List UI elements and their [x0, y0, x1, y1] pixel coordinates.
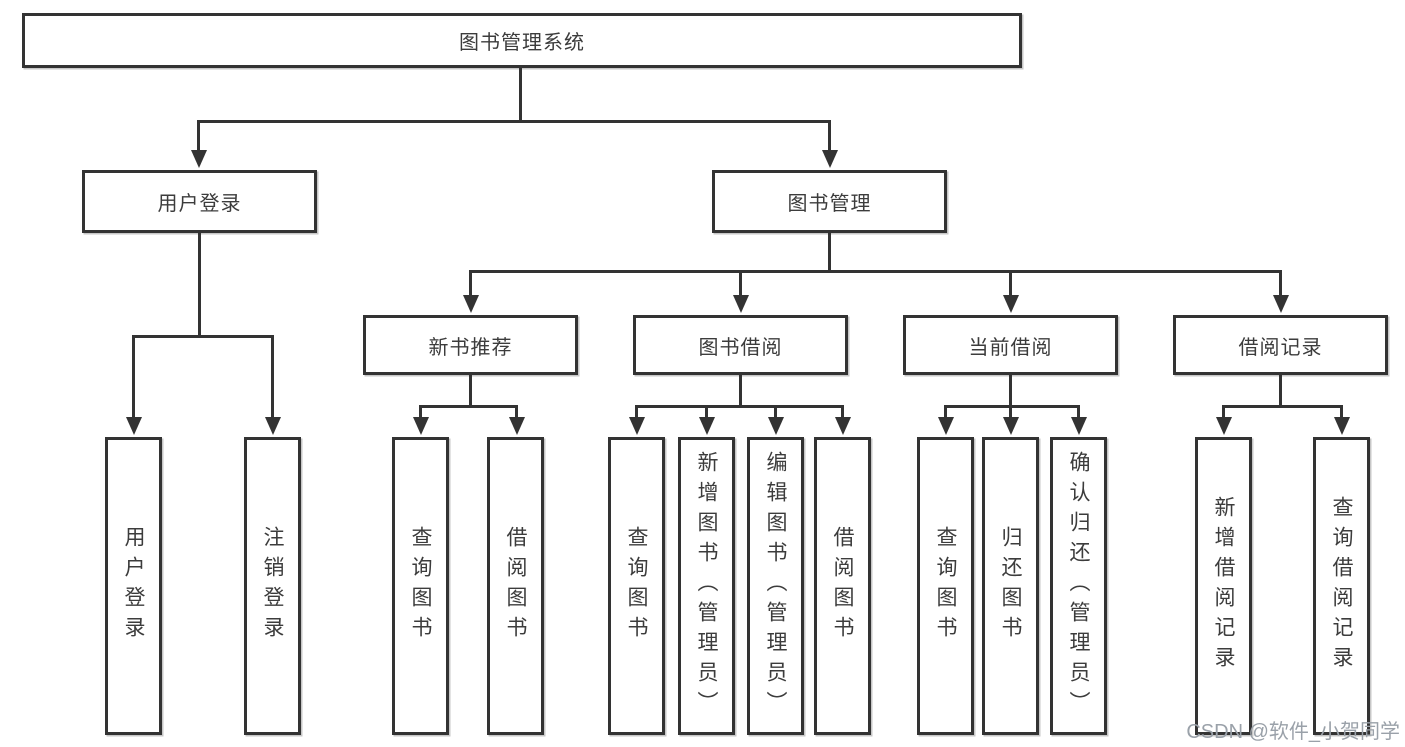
leaf-add-borrow-record-label: 新增借阅记录	[1212, 496, 1235, 676]
arrow-to-borrow-records	[1279, 270, 1282, 295]
arrow-to-leaf-borrow-books-1	[515, 405, 518, 417]
connector-root-bar	[198, 120, 831, 123]
connector-new-book-recommend-stem	[469, 375, 472, 405]
connector-root-stem	[519, 68, 522, 120]
connector-book-borrow-stem	[739, 375, 742, 405]
leaf-query-books-3: 查询图书	[917, 437, 974, 735]
leaf-query-borrow-record-label: 查询借阅记录	[1330, 496, 1353, 676]
leaf-logout-label: 注销登录	[261, 526, 284, 646]
leaf-query-books-3-label: 查询图书	[934, 526, 957, 646]
node-borrow-records: 借阅记录	[1173, 315, 1388, 375]
leaf-edit-book-admin: 编辑图书（管理员）	[747, 437, 804, 735]
connector-user-login-bar	[132, 335, 274, 338]
leaf-query-books-1-label: 查询图书	[409, 526, 432, 646]
leaf-add-book-admin: 新增图书（管理员）	[678, 437, 735, 735]
leaf-return-book: 归还图书	[982, 437, 1039, 735]
arrow-to-leaf-borrow-books-2	[841, 405, 844, 417]
arrow-to-leaf-query-borrow-record	[1340, 405, 1343, 417]
arrow-to-leaf-edit-book	[774, 405, 777, 417]
connector-borrow-records-bar	[1222, 405, 1343, 408]
node-root-label: 图书管理系统	[459, 32, 585, 54]
leaf-logout: 注销登录	[244, 437, 301, 735]
node-book-borrow-label: 图书借阅	[698, 336, 783, 359]
node-new-book-recommend-label: 新书推荐	[428, 336, 513, 359]
arrow-to-leaf-query-books-3	[944, 405, 947, 417]
connector-borrow-records-stem	[1279, 375, 1282, 405]
arrow-to-book-management	[828, 120, 831, 150]
node-user-login-label: 用户登录	[157, 193, 242, 215]
node-current-borrow-label: 当前借阅	[968, 336, 1053, 359]
leaf-borrow-books-1-label: 借阅图书	[504, 526, 527, 646]
leaf-query-borrow-record: 查询借阅记录	[1313, 437, 1370, 735]
node-borrow-records-label: 借阅记录	[1238, 336, 1323, 359]
connector-current-borrow-bar	[944, 405, 1080, 408]
leaf-add-book-admin-label: 新增图书（管理员）	[695, 451, 718, 721]
connector-user-login-stem	[198, 233, 201, 335]
csdn-watermark: CSDN @软件_小贺同学	[1186, 721, 1400, 743]
arrow-to-leaf-add-borrow-record	[1222, 405, 1225, 417]
leaf-borrow-books-2: 借阅图书	[814, 437, 871, 735]
connector-book-management-stem	[828, 233, 831, 270]
arrow-to-leaf-logout	[271, 335, 274, 417]
arrow-to-leaf-user-login	[132, 335, 135, 417]
leaf-add-borrow-record: 新增借阅记录	[1195, 437, 1252, 735]
connector-book-management-bar	[469, 270, 1282, 273]
arrow-to-leaf-query-books-1	[419, 405, 422, 417]
connector-new-book-recommend-bar	[419, 405, 518, 408]
node-book-management-label: 图书管理	[787, 193, 872, 215]
leaf-confirm-return-admin: 确认归还（管理员）	[1050, 437, 1107, 735]
connector-current-borrow-stem	[1009, 375, 1012, 405]
leaf-edit-book-admin-label: 编辑图书（管理员）	[764, 451, 787, 721]
connector-book-borrow-bar	[635, 405, 844, 408]
leaf-borrow-books-1: 借阅图书	[487, 437, 544, 735]
arrow-to-current-borrow	[1009, 270, 1012, 295]
arrow-to-leaf-add-book	[705, 405, 708, 417]
leaf-user-login: 用户登录	[105, 437, 162, 735]
arrow-to-book-borrow	[739, 270, 742, 295]
arrow-to-leaf-return-book	[1009, 405, 1012, 417]
node-user-login: 用户登录	[82, 170, 317, 233]
arrow-to-user-login	[197, 120, 200, 150]
leaf-user-login-label: 用户登录	[122, 526, 145, 646]
node-root: 图书管理系统	[22, 13, 1022, 68]
leaf-borrow-books-2-label: 借阅图书	[831, 526, 854, 646]
leaf-return-book-label: 归还图书	[999, 526, 1022, 646]
leaf-query-books-2-label: 查询图书	[625, 526, 648, 646]
leaf-confirm-return-admin-label: 确认归还（管理员）	[1067, 451, 1090, 721]
arrow-to-new-book-recommend	[469, 270, 472, 295]
leaf-query-books-2: 查询图书	[608, 437, 665, 735]
node-book-management: 图书管理	[712, 170, 947, 233]
arrow-to-leaf-query-books-2	[635, 405, 638, 417]
leaf-query-books-1: 查询图书	[392, 437, 449, 735]
node-current-borrow: 当前借阅	[903, 315, 1118, 375]
node-book-borrow: 图书借阅	[633, 315, 848, 375]
node-new-book-recommend: 新书推荐	[363, 315, 578, 375]
arrow-to-leaf-confirm-return	[1077, 405, 1080, 417]
